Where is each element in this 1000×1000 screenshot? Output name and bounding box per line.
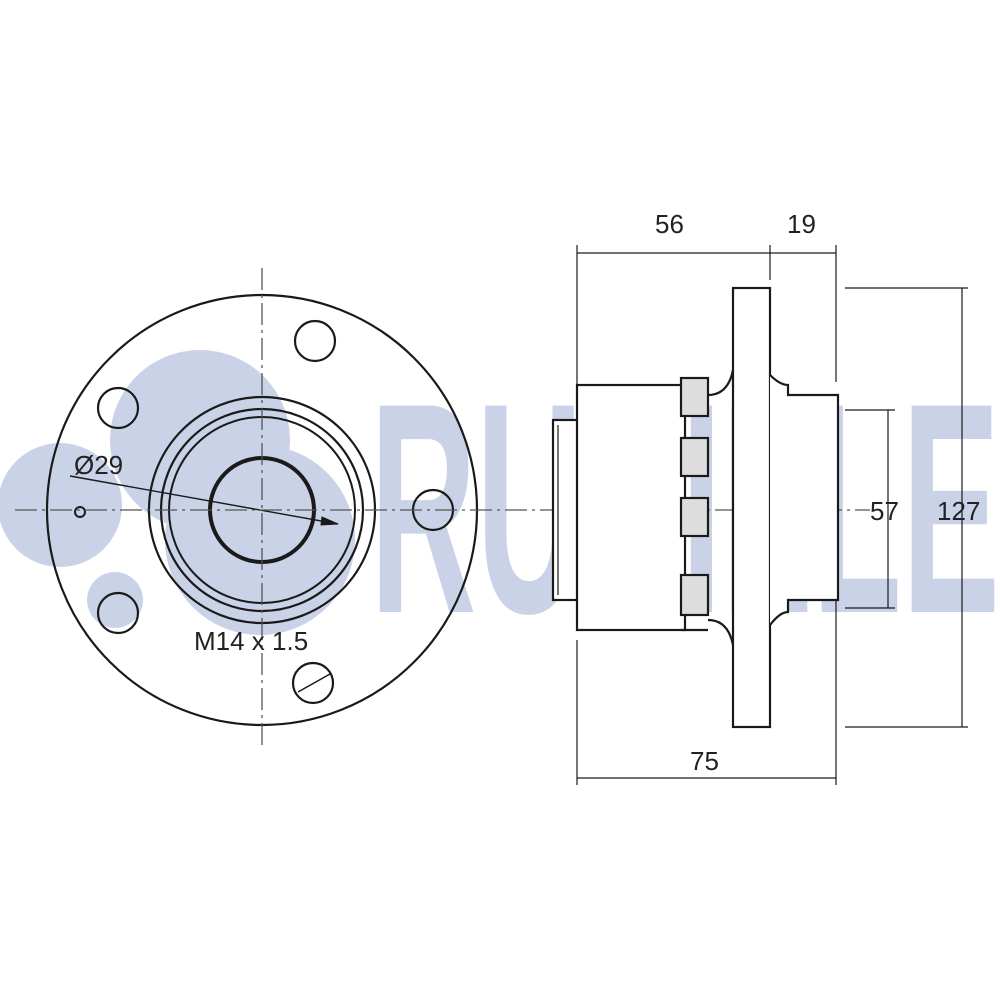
side-view: [551, 286, 840, 729]
bore-leader: [69, 475, 339, 525]
ruville-watermark-logo: [0, 350, 355, 635]
stud-hole: [291, 661, 335, 705]
dim-75: 75: [690, 746, 719, 776]
dim-127: 127: [937, 496, 980, 526]
bolt-hole: [96, 386, 140, 430]
inner-stub: [551, 418, 580, 602]
dimension-lines: [576, 245, 968, 785]
bearing-body: [575, 383, 687, 632]
flange: [731, 286, 772, 729]
pilot: [769, 374, 840, 626]
bore-diameter-label: Ø29: [74, 450, 123, 480]
seal-rings: [679, 376, 710, 632]
dim-56: 56: [655, 209, 684, 239]
thread-label: M14 x 1.5: [194, 626, 308, 656]
bolt-hole: [96, 591, 140, 635]
dim-19: 19: [787, 209, 816, 239]
locating-hole: [74, 506, 86, 518]
dim-57: 57: [870, 496, 899, 526]
bolt-hole: [293, 319, 337, 363]
